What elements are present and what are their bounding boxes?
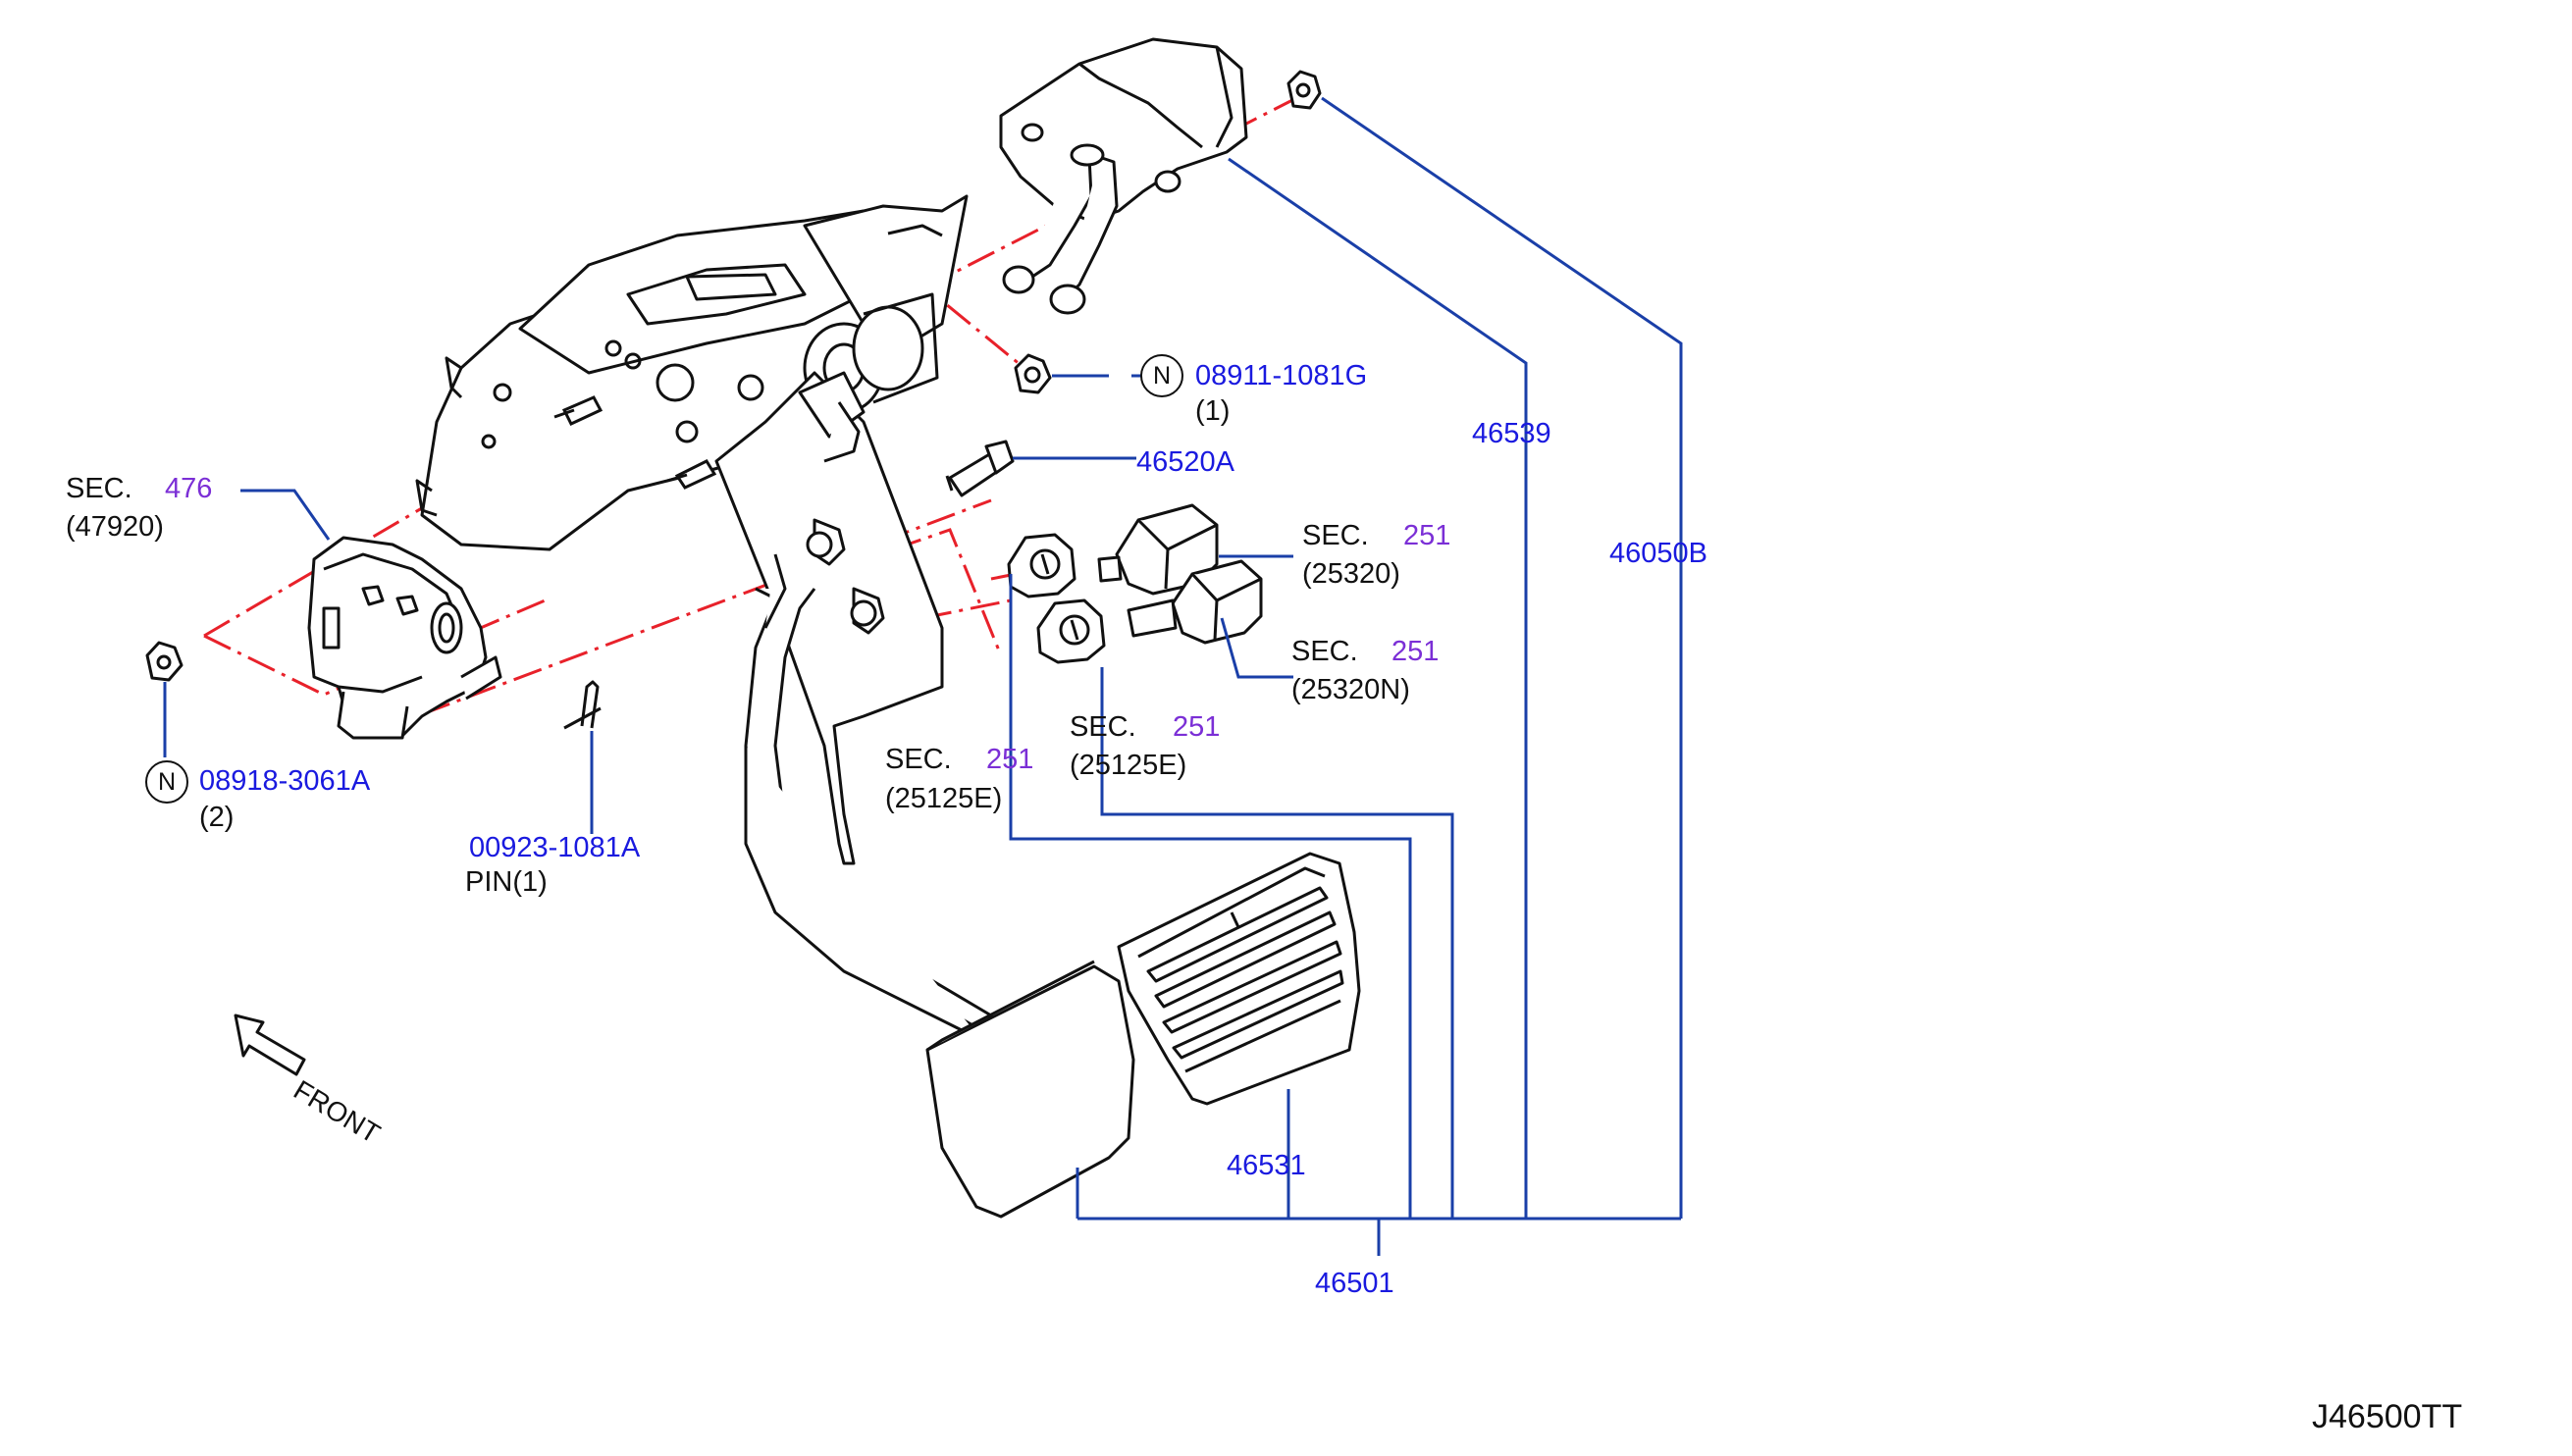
sec251-25125e-b-number: 251 [986, 744, 1034, 775]
part-00923-1081a: 00923-1081A [469, 832, 641, 863]
qty-08918: (2) [199, 802, 235, 833]
sec251-25320n-part: (25320N) [1291, 674, 1410, 705]
pedal-pad-cover [1117, 852, 1361, 1106]
pedal-stoppers [1007, 533, 1106, 664]
n-badge-08911: N [1140, 354, 1183, 397]
pedal-bracket [415, 194, 969, 551]
sec251-25320n-prefix: SEC. [1291, 636, 1358, 667]
n-badge-08918: N [145, 760, 188, 804]
part-46539: 46539 [1472, 418, 1551, 449]
part-46050b: 46050B [1609, 538, 1707, 569]
part-46531: 46531 [1227, 1150, 1306, 1181]
part-46520a: 46520A [1136, 446, 1234, 478]
pin-desc: PIN(1) [465, 866, 548, 898]
pedal-arm [714, 371, 993, 1042]
part-08918-3061a: 08918-3061A [199, 765, 371, 797]
stop-lamp-switches [1097, 503, 1263, 645]
sec251-25320-number: 251 [1403, 520, 1451, 551]
sec251-25320n-number: 251 [1391, 636, 1440, 667]
front-arrow [234, 1014, 306, 1076]
studs [553, 395, 717, 490]
sec476-prefix: SEC. [66, 473, 132, 504]
pedal-position-sensor [307, 536, 502, 740]
part-46501: 46501 [1315, 1268, 1394, 1299]
sec476-part: (47920) [66, 511, 164, 543]
sec251-25125e-b-prefix: SEC. [885, 744, 952, 775]
mounting-bracket [999, 37, 1248, 315]
drawing-id: J46500TT [2312, 1398, 2463, 1435]
sec251-25125e-b-part: (25125E) [885, 783, 1003, 814]
qty-08911: (1) [1195, 395, 1231, 427]
sec251-25125e-a-part: (25125E) [1070, 750, 1187, 781]
leader-lines [163, 96, 1683, 1256]
sec251-25320-part: (25320) [1302, 558, 1400, 590]
sec476-number: 476 [165, 473, 213, 504]
sec251-25320-prefix: SEC. [1302, 520, 1369, 551]
small-parts [145, 70, 1322, 730]
sec251-25125e-a-number: 251 [1173, 711, 1221, 743]
pedal-pad [925, 960, 1135, 1219]
sec251-25125e-a-prefix: SEC. [1070, 711, 1136, 743]
part-08911-1081g: 08911-1081G [1195, 360, 1368, 391]
